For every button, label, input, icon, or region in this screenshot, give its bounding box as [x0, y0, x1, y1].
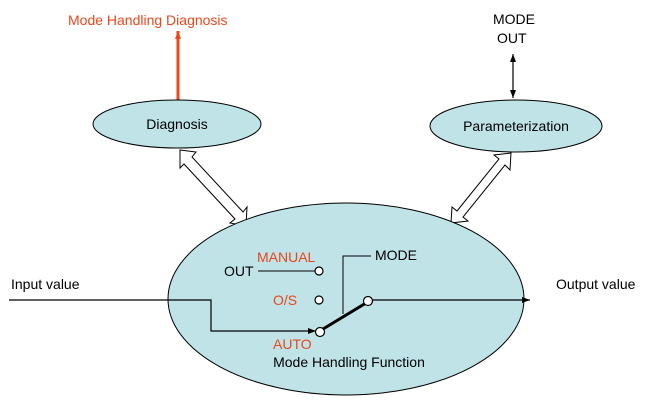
os-contact: [314, 295, 324, 305]
switch-pivot-contact: [362, 295, 374, 307]
parameterization-ellipse: [429, 99, 603, 153]
manual-label: MANUAL: [257, 249, 316, 265]
parameterization-link-arrow: [450, 152, 512, 224]
output-value-label: Output value: [556, 276, 636, 292]
mode-handling-diagnosis-label: Mode Handling Diagnosis: [68, 12, 228, 28]
input-signal-path: [9, 299, 316, 334]
diagnosis-ellipse: [92, 99, 262, 149]
out-top-label: OUT: [497, 30, 527, 46]
mode-control-label: MODE: [375, 247, 417, 263]
mode-top-label: MODE: [493, 11, 535, 27]
mode-handling-function-label: Mode Handling Function: [273, 354, 425, 370]
out-label: OUT: [224, 263, 254, 279]
parameterization-label: Parameterization: [463, 118, 569, 134]
mode-switch-lever: [322, 301, 367, 331]
auto-label: AUTO: [273, 336, 312, 352]
manual-out-contact: [314, 266, 324, 276]
diagnosis-label: Diagnosis: [146, 116, 207, 132]
auto-contact: [314, 326, 326, 338]
input-value-label: Input value: [11, 276, 80, 292]
os-label: O/S: [273, 292, 297, 308]
mode-control-line: [342, 255, 371, 314]
diagnosis-link-arrow: [179, 149, 248, 227]
